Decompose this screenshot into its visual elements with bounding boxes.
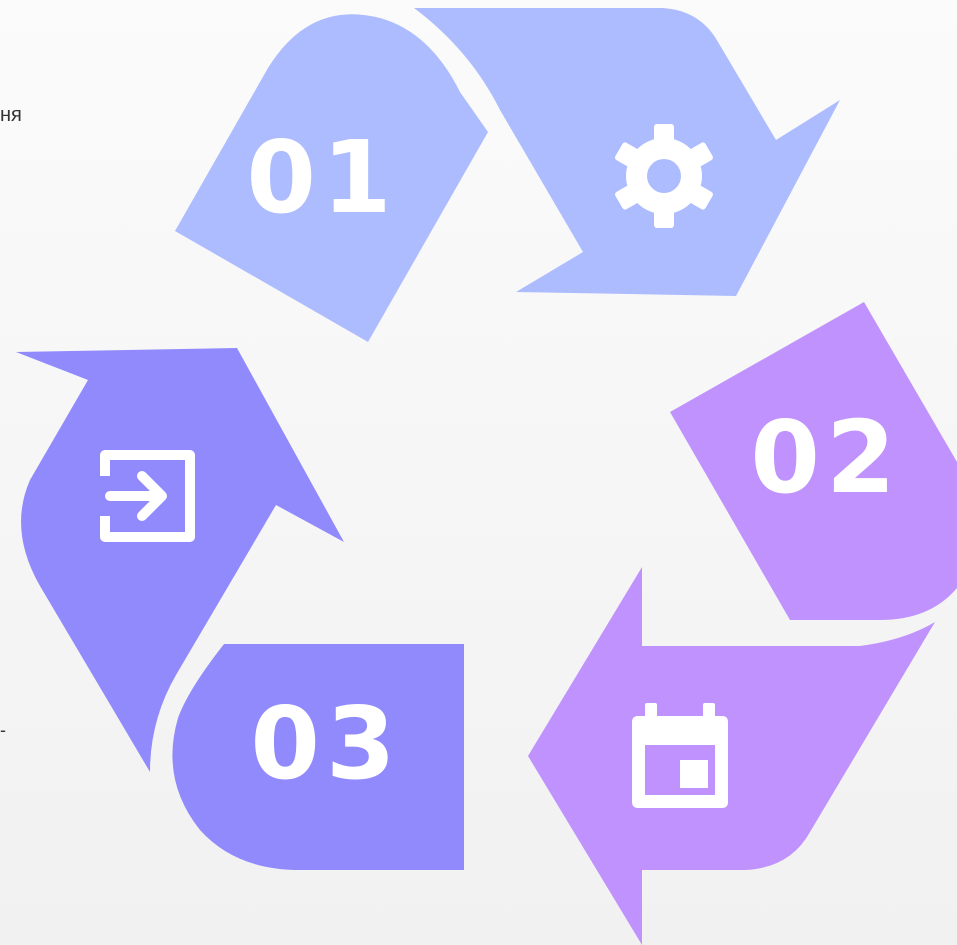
step-02-number-shape — [670, 302, 957, 620]
step-02-number: 02 — [750, 399, 901, 516]
side-text-fragment-bottom: - — [0, 720, 6, 740]
gear-icon — [615, 124, 713, 228]
step-02-arrow-shape — [528, 567, 935, 945]
step-01-number: 01 — [246, 119, 397, 236]
login-icon — [100, 450, 195, 542]
step-01-number-shape — [175, 14, 488, 343]
step-02-group: 02 — [528, 302, 957, 945]
step-03-number: 03 — [250, 685, 401, 802]
side-text-fragment-top: ня — [0, 104, 22, 126]
step-03-number-shape — [172, 644, 464, 870]
step-03-arrow-shape — [16, 348, 344, 772]
step-03-group: 03 — [16, 348, 464, 870]
step-01-group: 01 — [175, 8, 840, 343]
calendar-icon — [632, 703, 728, 808]
